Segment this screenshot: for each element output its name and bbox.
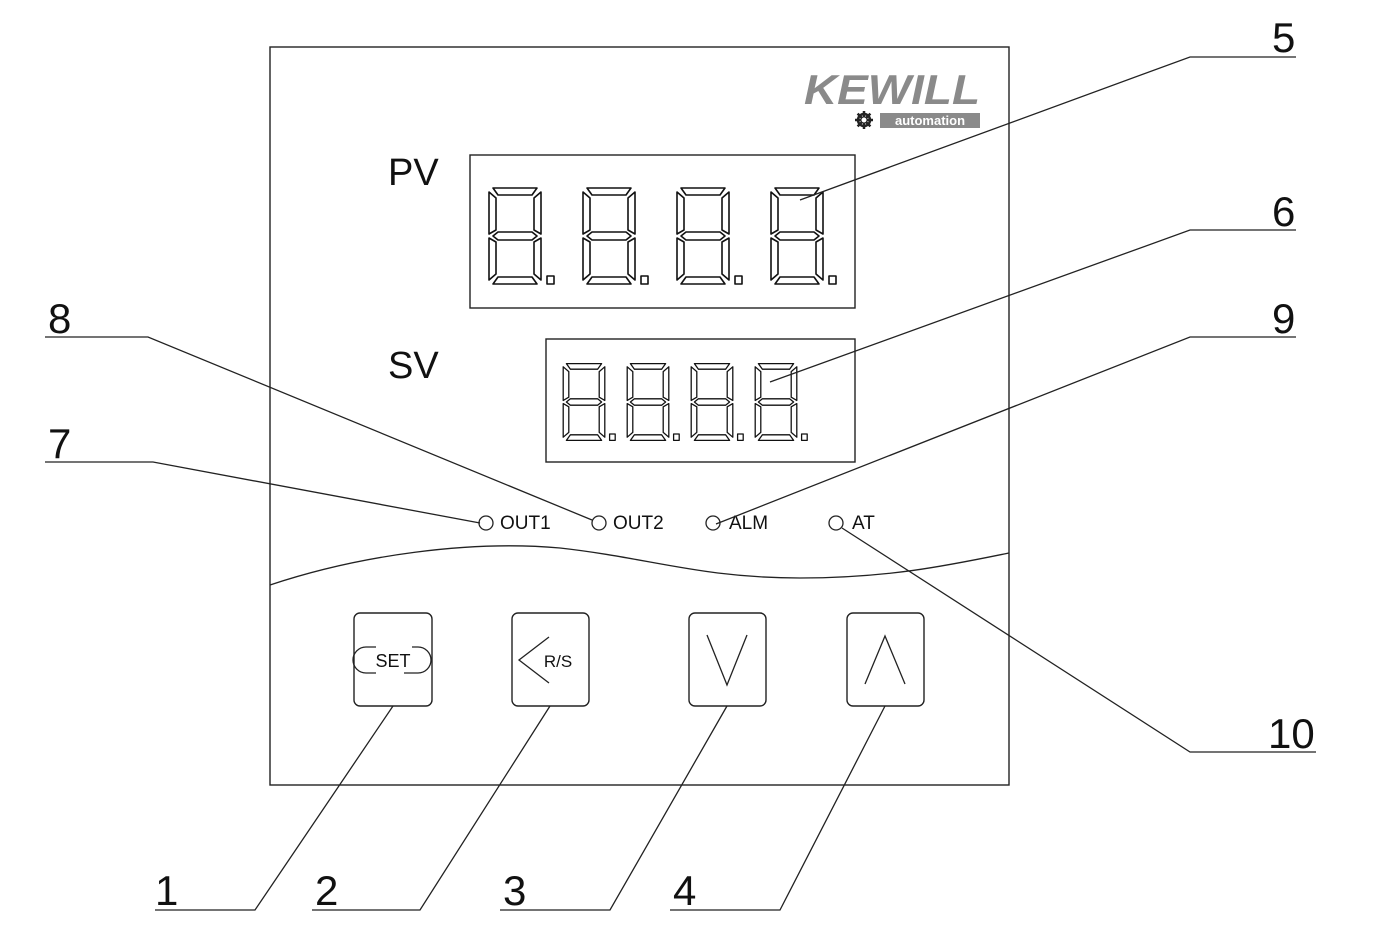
- callout-7: 7: [48, 420, 71, 467]
- front-panel: [269, 46, 1010, 786]
- up-button[interactable]: [846, 612, 925, 707]
- pv-digit-2: [582, 187, 649, 285]
- pv-digits: [488, 187, 837, 285]
- indicator-at-label: AT: [852, 513, 875, 534]
- pv-digit-1: [488, 187, 555, 285]
- pv-digit-4: [770, 187, 837, 285]
- pv-display-window: [469, 154, 856, 309]
- rs-button-label: R/S: [544, 652, 572, 671]
- leader-6: [769, 229, 1296, 383]
- led-icon: [828, 515, 844, 531]
- sv-digit-4: [754, 362, 808, 442]
- brand-name: KEWILL: [804, 66, 980, 113]
- leader-2: [312, 705, 551, 911]
- brand-tagline: automation: [895, 113, 965, 128]
- panel-wave-divider: [269, 545, 1010, 586]
- leader-1: [155, 705, 394, 911]
- callout-8: 8: [48, 295, 71, 342]
- callout-5: 5: [1272, 14, 1295, 61]
- set-button-label: SET: [375, 651, 410, 671]
- callout-4: 4: [673, 867, 696, 914]
- led-icon: [478, 515, 494, 531]
- set-capsule-icon: [352, 646, 432, 674]
- sv-digits: [562, 362, 808, 442]
- callout-6: 6: [1272, 188, 1295, 235]
- sv-digit-2: [626, 362, 680, 442]
- indicator-out2: OUT2: [591, 513, 664, 534]
- indicator-out2-label: OUT2: [613, 513, 664, 534]
- chevron-left-icon: [517, 636, 550, 684]
- pv-label: PV: [388, 152, 439, 194]
- leader-5: [799, 56, 1296, 201]
- callout-3: 3: [503, 867, 526, 914]
- led-icon: [591, 515, 607, 531]
- leader-lines: [45, 56, 1316, 911]
- sv-display-window: [545, 338, 856, 463]
- leader-3: [500, 705, 728, 911]
- leader-4: [670, 705, 886, 911]
- leader-7: [45, 461, 481, 524]
- indicator-at: AT: [828, 513, 875, 534]
- leader-8: [45, 336, 593, 521]
- gear-icon: [855, 111, 873, 129]
- callout-9: 9: [1272, 295, 1295, 342]
- callout-1: 1: [155, 867, 178, 914]
- chevron-up-icon: [864, 634, 906, 685]
- leader-10: [841, 527, 1316, 753]
- rs-button[interactable]: R/S: [511, 612, 590, 707]
- sv-digit-1: [562, 362, 616, 442]
- indicator-alm-label: ALM: [729, 513, 768, 534]
- sv-label: SV: [388, 345, 439, 387]
- pv-digit-3: [676, 187, 743, 285]
- set-button[interactable]: SET: [352, 612, 433, 707]
- down-button[interactable]: [688, 612, 767, 707]
- sv-digit-3: [690, 362, 744, 442]
- indicator-out1: OUT1: [478, 513, 551, 534]
- leader-9: [715, 336, 1296, 525]
- callout-2: 2: [315, 867, 338, 914]
- indicator-out1-label: OUT1: [500, 513, 551, 534]
- brand-tagline-bar: [880, 113, 980, 128]
- chevron-down-icon: [706, 634, 748, 687]
- brand-logo: KEWILL automation: [804, 66, 980, 129]
- callout-10: 10: [1268, 710, 1315, 757]
